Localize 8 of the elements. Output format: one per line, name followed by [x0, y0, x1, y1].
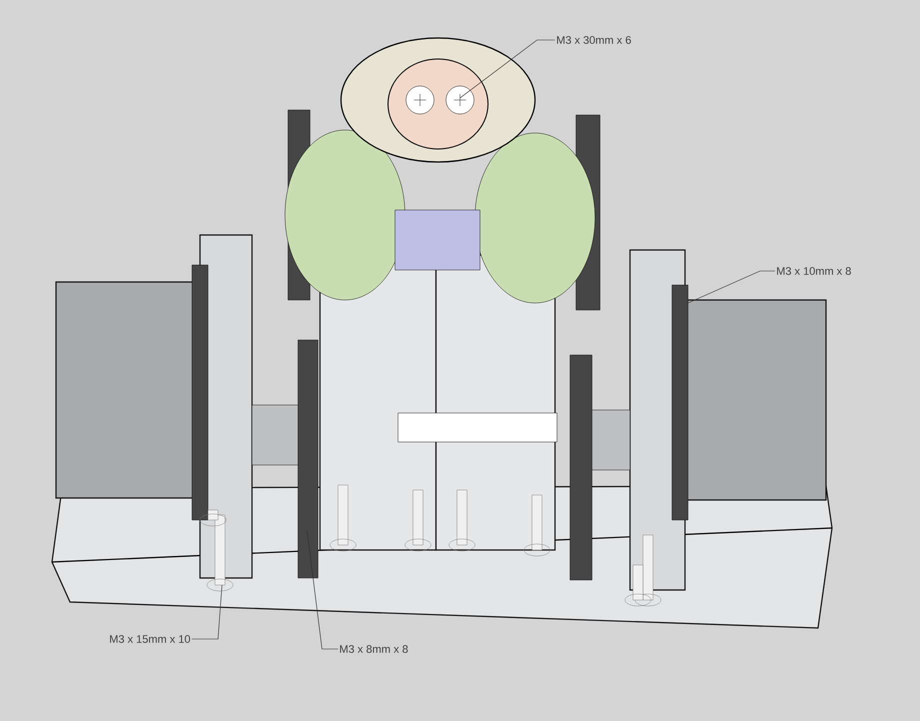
leader-line	[688, 270, 776, 304]
callout-text: M3 x 8mm x 8	[340, 645, 408, 653]
leader-line	[460, 40, 556, 98]
callout-text: M3 x 30mm x 6	[557, 36, 631, 44]
callout-text: M3 x 15mm x 10	[110, 635, 190, 643]
leader-line	[191, 584, 222, 640]
callout-text: M3 x 10mm x 8	[777, 267, 851, 275]
leader-line	[306, 530, 338, 650]
